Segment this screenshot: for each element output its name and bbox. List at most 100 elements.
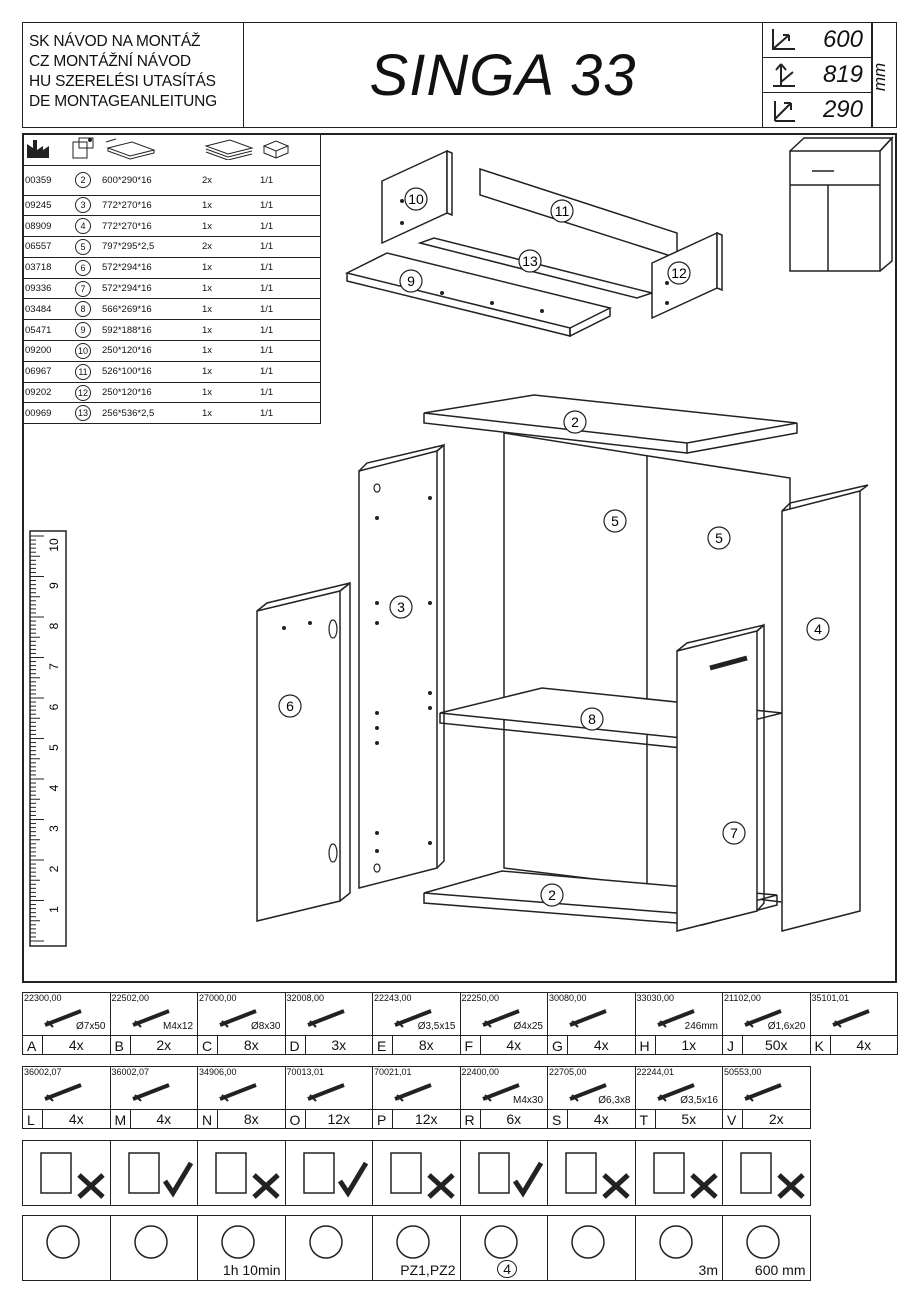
hardware-cell: 36002,07 [109,1066,198,1110]
part-callout-circle [518,249,542,273]
parts-row: 00359 2 600*290*16 2x 1/1 [22,165,321,196]
hardware-cell: 36002,07 [22,1066,111,1110]
part-code: 00969 [22,402,66,425]
hardware-qty: 6x [506,1111,522,1127]
hardware-cell: 34906,00 [197,1066,286,1110]
clean-ok-icon [109,1140,198,1206]
part-code: 06557 [22,236,66,258]
tool-label: 4 [497,1260,517,1278]
part-number: 12 [75,384,91,401]
part-code: 00359 [22,165,66,196]
tool-label: 3m [698,1262,718,1278]
part-size: 600*290*16 [100,165,200,196]
lang-de: DE MONTAGEANLEITUNG [29,93,217,110]
no-sitting-icon [634,1140,723,1206]
hardware-qty: 4x [593,1037,609,1053]
hardware-letter: T [639,1112,649,1128]
part-code: 09200 [22,340,66,362]
part-number: 9 [75,322,91,339]
part-code: 06967 [22,361,66,383]
hardware-letter: B [114,1038,124,1054]
hardware-spec: Ø4x25 [513,1021,543,1032]
hardware-code: 32008,00 [286,993,325,1003]
hardware-qty: 4x [68,1111,84,1127]
part-pack: 1/1 [258,165,321,196]
no-standing-icon [722,1140,811,1206]
hardware-code: 70021,01 [374,1067,412,1077]
part-pack: 1/1 [258,215,321,238]
hardware-code: 27000,00 [199,993,237,1003]
part-pack: 1/1 [258,298,321,321]
parts-row: 03484 8 566*269*16 1x 1/1 [22,298,321,321]
part-qty: 1x [200,215,258,238]
part-size: 772*270*16 [100,195,200,217]
hardware-code: 22502,00 [111,993,150,1003]
part-pack: 1/1 [258,236,321,258]
tool-label: 1h 10min [222,1262,281,1278]
allen-key-icon: 4 [459,1215,548,1281]
no-open-door-icon [547,1140,636,1206]
part-number: 6 [75,259,91,276]
hardware-letter: K [814,1038,824,1054]
hardware-letter: R [464,1112,475,1128]
hardware-letter: L [27,1112,35,1128]
fitting-icon [219,1009,257,1028]
parts-row: 09202 12 250*120*16 1x 1/1 [22,382,321,404]
wall-bracket-icon [547,1215,636,1281]
part-pack: 1/1 [258,319,321,342]
part-callout-circle [540,883,564,907]
part-size: 572*294*16 [100,257,200,279]
hardware-qty-cell: R 6x [459,1109,548,1129]
hardware-letter: M [114,1112,127,1128]
part-size: 592*188*16 [100,319,200,342]
no-stacking-icon [372,1140,461,1206]
hardware-qty: 8x [243,1111,259,1127]
hardware-spec: Ø1,6x20 [767,1021,806,1032]
tool-label: PZ1,PZ2 [400,1262,456,1278]
part-callout-circle [278,694,302,718]
hardware-code: 36002,07 [111,1067,150,1077]
part-qty: 1x [200,319,258,342]
part-number: 11 [75,363,91,380]
door-6 [256,590,341,922]
lang-sk: SK NÁVOD NA MONTÁŽ [29,33,201,50]
hardware-code: 22250,00 [461,993,500,1003]
part-callout-label: 4 [814,621,822,637]
hardware-qty: 4x [68,1037,84,1053]
hardware-code: 50553,00 [724,1067,762,1077]
ruler-label: 3 [47,825,61,832]
part-pack: 1/1 [258,278,321,300]
hardware-code: 33030,00 [636,993,675,1003]
gloves-icon [284,1215,373,1281]
fitting-icon [44,1009,82,1028]
part-callout-circle [389,595,413,619]
part-callout-circle [399,269,423,293]
hardware-code: 22400,00 [461,1067,500,1077]
part-size: 772*270*16 [100,215,200,238]
ruler-label: 7 [47,663,61,670]
language-list: SK NÁVOD NA MONTÁŽ CZ MONTÁŽNÍ NÁVOD HU … [22,22,244,128]
package-icon [262,140,290,159]
parts-row: 06557 5 797*295*2,5 2x 1/1 [22,236,321,258]
hardware-spec: Ø3,5x15 [417,1021,456,1032]
hardware-letter: E [377,1038,387,1054]
hardware-qty-cell: L 4x [22,1109,111,1129]
hardware-qty: 1x [681,1037,697,1053]
no-wet-cloth-icon [197,1140,286,1206]
part-number: 13 [75,405,91,422]
hardware-code: 22243,00 [374,993,412,1003]
door-7 [676,630,758,932]
assembly-drawing-frame [22,133,897,983]
fitting-icon [306,1083,345,1102]
hardware-qty: 12x [414,1111,438,1127]
hardware-code: 21102,00 [724,993,761,1003]
